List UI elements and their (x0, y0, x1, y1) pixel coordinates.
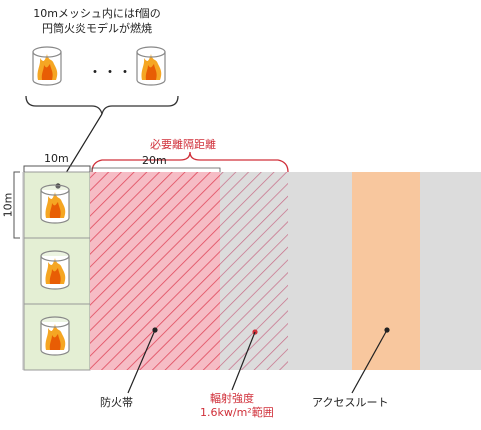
flame-cylinder-1 (38, 184, 72, 228)
radiation-zone (220, 172, 288, 370)
cylinder-flame-icon (32, 46, 62, 86)
cylinder-flame-icon (40, 316, 70, 356)
dim-label-20m: 20m (142, 154, 167, 167)
dim-label-10m-width: 10m (44, 152, 69, 165)
flame-cylinder-2 (38, 250, 72, 294)
flame-cylinder-top-right (134, 46, 168, 90)
access-route-zone (352, 172, 420, 370)
dim-20m (91, 167, 221, 172)
flame-cylinder-top-left (30, 46, 64, 90)
required-distance-label: 必要離隔距離 (150, 138, 216, 151)
top-brace (25, 95, 179, 115)
firebreak-zone (90, 172, 220, 370)
dim-10m-top (23, 165, 91, 172)
cylinder-flame-icon (40, 250, 70, 290)
caption: 10mメッシュ内にはf個の 円筒火炎モデルが燃焼 (12, 6, 182, 36)
caption-line-1: 10mメッシュ内にはf個の (33, 7, 161, 20)
caption-line-2: 円筒火炎モデルが燃焼 (42, 22, 152, 35)
radiation-label: 輻射強度 1.6kw/m²範囲 (200, 392, 274, 420)
radiation-label-line-2: 1.6kw/m²範囲 (200, 406, 274, 419)
required-distance-brace (91, 151, 289, 173)
flame-cylinder-3 (38, 316, 72, 360)
radiation-label-line-1: 輻射強度 (210, 392, 254, 405)
dim-10m-left (13, 171, 20, 239)
cylinder-flame-icon (136, 46, 166, 86)
firebreak-label: 防火帯 (100, 396, 133, 409)
dim-label-10m-height: 10m (1, 192, 15, 218)
cylinder-flame-icon (40, 184, 70, 224)
access-route-label: アクセスルート (312, 396, 389, 409)
ellipsis: ・・・ (88, 65, 133, 81)
